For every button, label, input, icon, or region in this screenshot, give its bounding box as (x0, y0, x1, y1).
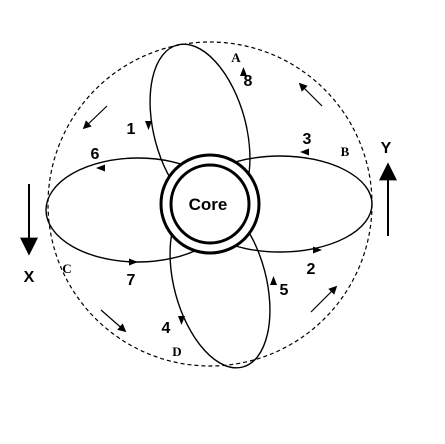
flow-arrow-bottom-right (310, 285, 338, 313)
flow-arrow-top-left (82, 105, 108, 130)
core-label: Core (189, 195, 228, 214)
path-arrow-6 (96, 164, 105, 172)
path-number-5: 5 (280, 282, 289, 299)
loop-label-b: B (341, 144, 350, 159)
path-number-8: 8 (244, 73, 253, 90)
path-arrow-4 (178, 316, 185, 325)
path-arrow-1 (145, 121, 152, 130)
path-arrow-2 (313, 246, 322, 254)
path-number-1: 1 (127, 121, 136, 138)
loop-label-c: C (62, 261, 71, 276)
path-arrow-3 (300, 148, 309, 156)
core-inner-ring (169, 163, 251, 245)
x-axis-label: X (24, 269, 35, 286)
loop-label-a: A (231, 50, 241, 65)
path-number-7: 7 (127, 272, 136, 289)
y-axis-label: Y (381, 140, 392, 157)
flow-arrow-top-right (298, 82, 323, 107)
loop-label-d: D (172, 344, 181, 359)
flow-arrow-bottom-left (100, 309, 127, 333)
path-arrow-8 (240, 67, 247, 76)
path-arrow-5 (270, 276, 277, 285)
path-number-6: 6 (91, 146, 100, 163)
path-arrow-7 (129, 258, 138, 266)
path-number-4: 4 (162, 320, 171, 337)
path-number-2: 2 (307, 261, 316, 278)
path-number-3: 3 (303, 131, 312, 148)
